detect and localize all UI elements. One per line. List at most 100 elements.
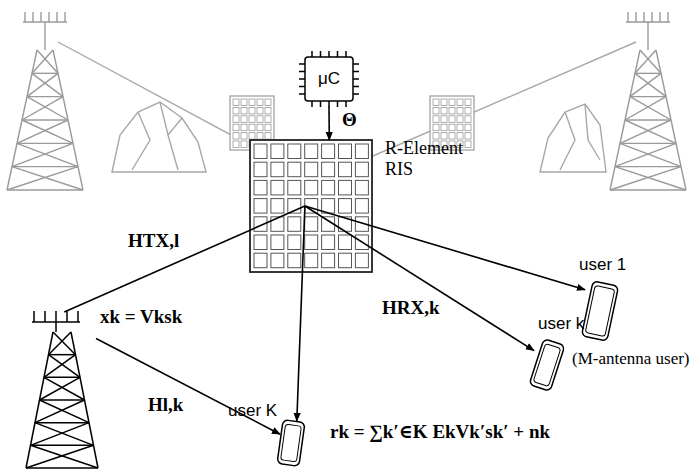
ris-element xyxy=(257,133,263,140)
ris-element xyxy=(339,235,352,250)
ris-element xyxy=(465,141,471,148)
brace xyxy=(17,120,68,143)
background-scene xyxy=(58,42,636,172)
phone-screen xyxy=(585,285,615,336)
phone xyxy=(529,339,565,391)
controller-label: μC xyxy=(318,69,340,89)
antenna-element xyxy=(64,12,65,22)
chip-pin xyxy=(353,93,359,95)
brace xyxy=(630,73,661,96)
brace xyxy=(620,143,676,144)
ris-element xyxy=(449,124,455,131)
brace xyxy=(640,50,661,73)
brace xyxy=(31,423,90,446)
antenna-element xyxy=(627,12,628,22)
channel-arrow xyxy=(305,206,585,290)
ris-element xyxy=(257,116,263,123)
ris-element xyxy=(271,253,284,268)
chip-pin xyxy=(299,71,305,73)
micro-controller-node: μC xyxy=(305,57,353,101)
ris-element xyxy=(288,144,301,159)
ris-element xyxy=(305,235,318,250)
ris-element xyxy=(355,144,368,159)
brace xyxy=(35,422,89,424)
ris-element xyxy=(257,99,263,106)
brace xyxy=(22,120,73,143)
ris-element xyxy=(322,199,335,214)
ris-element xyxy=(433,107,439,114)
equation-label: rk = ∑k′∈K EkVk′sk′ + nk xyxy=(330,420,550,443)
ris-element xyxy=(322,162,335,177)
main-ris xyxy=(250,140,372,272)
brace xyxy=(635,73,661,74)
phone xyxy=(277,420,305,467)
user-node: user k(M-antenna user) xyxy=(534,341,560,389)
ris-heading: R-Element RIS xyxy=(385,138,481,179)
ris-element xyxy=(233,116,239,123)
ris-element xyxy=(339,217,352,232)
antenna-element xyxy=(32,12,33,22)
antenna-element xyxy=(48,12,49,22)
chip-pin xyxy=(311,101,313,107)
antenna-element xyxy=(659,12,660,22)
ris-element xyxy=(241,107,247,114)
antenna-element xyxy=(643,12,644,22)
brace xyxy=(44,377,80,379)
ris-element xyxy=(355,253,368,268)
ris-element xyxy=(457,107,463,114)
brace xyxy=(610,189,686,190)
ris-element xyxy=(241,141,247,148)
brace xyxy=(49,332,72,355)
brace xyxy=(630,96,666,97)
ris-element xyxy=(322,217,335,232)
antenna-element xyxy=(24,12,25,22)
ris-element xyxy=(254,180,267,195)
ris-element xyxy=(288,199,301,214)
brace xyxy=(630,97,671,120)
ris-element xyxy=(355,217,368,232)
ris-element xyxy=(233,124,239,131)
ris-element xyxy=(257,124,263,131)
antenna-element xyxy=(651,12,652,22)
chip-pin xyxy=(299,78,305,80)
ris-node: R-Element RIS xyxy=(250,140,372,272)
antenna-element xyxy=(44,311,46,322)
brace xyxy=(40,377,81,400)
ris-element xyxy=(305,199,318,214)
brace xyxy=(12,166,78,167)
brace xyxy=(620,143,681,166)
brace xyxy=(27,96,63,97)
ris-element xyxy=(241,124,247,131)
ris-element xyxy=(254,162,267,177)
ris-element xyxy=(305,162,318,177)
antenna-element xyxy=(667,12,668,22)
user-node: user K xyxy=(280,421,304,465)
brace xyxy=(35,400,85,423)
ris-element xyxy=(254,144,267,159)
brace xyxy=(615,167,686,190)
brace xyxy=(32,73,63,96)
antenna-element xyxy=(55,311,57,322)
grey-link xyxy=(58,42,300,172)
brace xyxy=(635,50,656,73)
channel-label: Θ xyxy=(340,109,359,131)
ris-element xyxy=(322,235,335,250)
ris-element xyxy=(249,107,255,114)
ris-element xyxy=(305,180,318,195)
ris-element xyxy=(465,107,471,114)
user-note: (M-antenna user) xyxy=(572,349,690,369)
channel-arrow xyxy=(297,206,305,421)
brace xyxy=(7,189,83,190)
brace xyxy=(49,354,76,356)
ris-element xyxy=(233,107,239,114)
brace xyxy=(27,73,58,96)
channel-label: HTX,l xyxy=(126,230,181,252)
ris-element xyxy=(241,116,247,123)
user-node: user 1 xyxy=(585,283,615,339)
brace xyxy=(7,167,78,190)
phone-screen xyxy=(533,344,561,387)
brace xyxy=(32,50,53,73)
channel-arrow xyxy=(305,206,534,351)
antenna-element xyxy=(40,12,41,22)
